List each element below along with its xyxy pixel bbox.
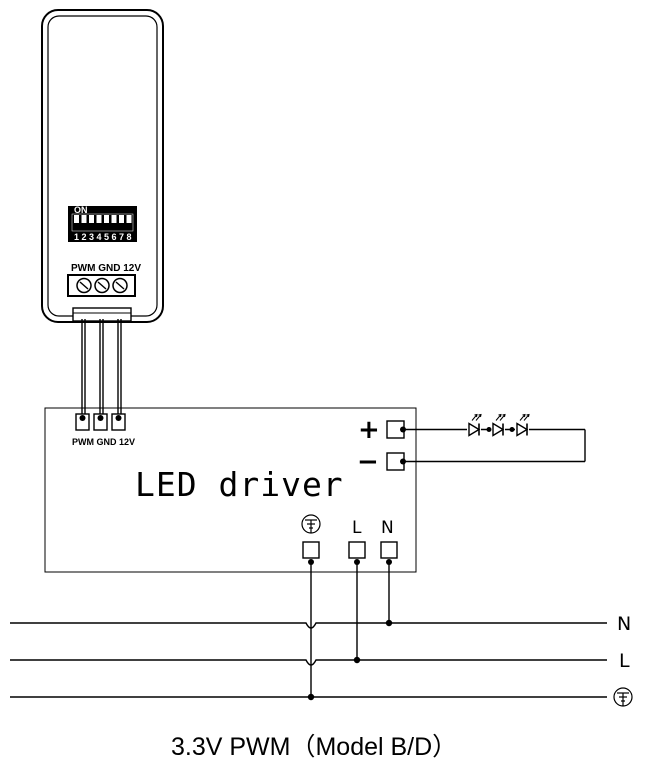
- dip-number: 1: [74, 232, 79, 242]
- dip-switch-numbers: 1 2 3 4 5 6 7 8: [74, 232, 132, 242]
- led-diode-icon: [467, 413, 482, 437]
- control-wires: [81, 319, 122, 418]
- mains-neutral-line: [10, 622, 607, 629]
- diagram-caption: 3.3V PWM（Model B/D）: [171, 733, 457, 761]
- cable-exit: [72, 307, 132, 322]
- driver-input-label: PWM GND 12V: [72, 437, 135, 447]
- dip-on-label: ON: [74, 205, 88, 215]
- driver-box: [44, 407, 417, 573]
- driver-neutral-label: N: [381, 518, 394, 538]
- driver-earth-icon: [301, 514, 321, 534]
- terminal-neutral[interactable]: [380, 541, 398, 559]
- driver-title: LED driver: [135, 465, 344, 504]
- mains-live-label: L: [619, 650, 630, 672]
- led-diode-icon: [491, 413, 506, 437]
- driver-live-label: L: [352, 518, 362, 538]
- terminal-gnd[interactable]: [93, 413, 108, 431]
- terminal-live[interactable]: [348, 541, 366, 559]
- junction-dot: [385, 619, 393, 627]
- mains-earth-icon: [613, 687, 633, 707]
- dip-number: 6: [112, 232, 117, 242]
- plus-symbol: +: [358, 415, 380, 445]
- terminal-earth[interactable]: [302, 541, 320, 559]
- mains-live-line: [10, 659, 607, 666]
- junction-dot: [307, 693, 315, 701]
- junction-dot: [353, 656, 361, 664]
- led-diode-icon: [515, 413, 530, 437]
- led-driver: PWM GND 12V LED driver + − L N: [44, 407, 417, 573]
- mains-lines: [10, 562, 607, 698]
- driver-input-terminals[interactable]: [75, 413, 126, 431]
- terminal-12v[interactable]: [111, 413, 126, 431]
- minus-symbol: −: [357, 447, 379, 477]
- controller: ON 1 2 3 4 5 6 7 8 PWM GND 12V: [41, 9, 164, 323]
- dip-number: 5: [104, 232, 109, 242]
- terminal-pwm[interactable]: [75, 413, 90, 431]
- dip-number: 4: [97, 232, 102, 242]
- dip-number: 2: [82, 232, 87, 242]
- controller-terminal-block[interactable]: [67, 274, 136, 297]
- dip-number: 8: [127, 232, 132, 242]
- dip-number: 3: [89, 232, 94, 242]
- led-string: [403, 413, 586, 463]
- dip-number: 7: [119, 232, 124, 242]
- dip-switch[interactable]: ON 1 2 3 4 5 6 7 8: [68, 205, 137, 242]
- mains-neutral-label: N: [617, 613, 631, 635]
- controller-terminal-label: PWM GND 12V: [71, 263, 141, 274]
- dip-switch-levers: [74, 215, 132, 223]
